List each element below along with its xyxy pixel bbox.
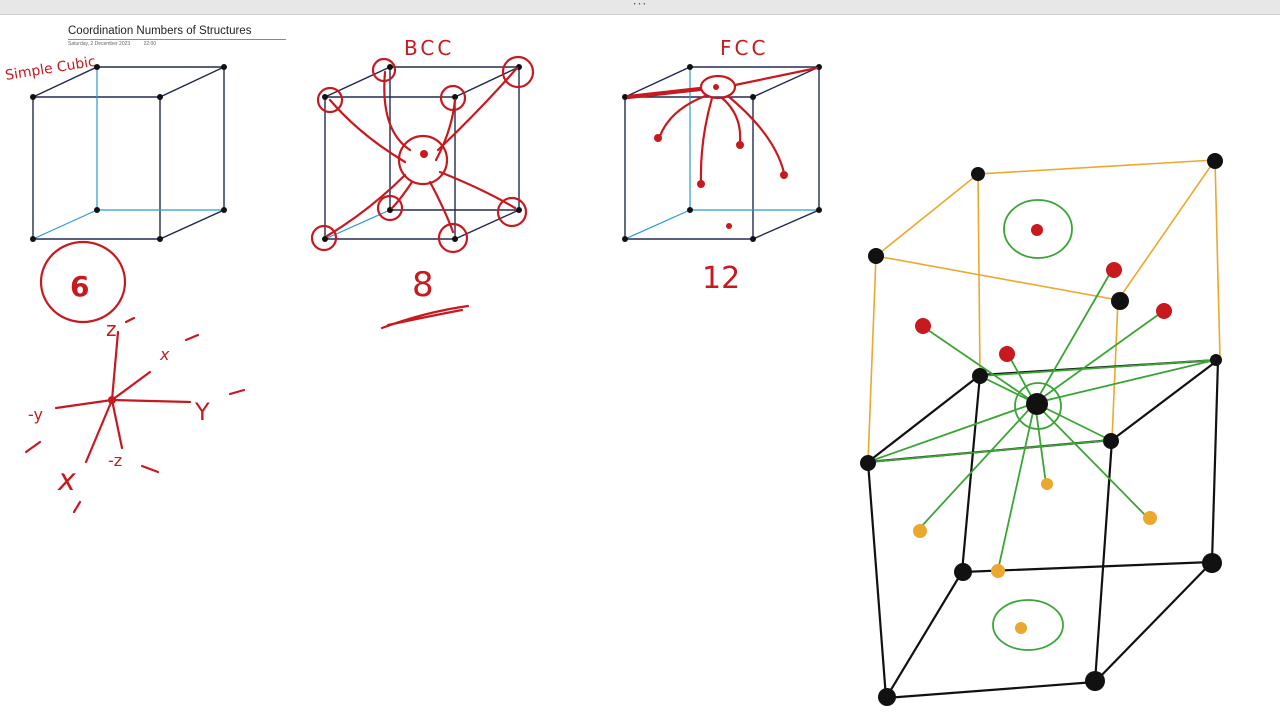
- bcc-corner-circles: [310, 55, 535, 254]
- center-atom-ring: [1014, 382, 1062, 430]
- top-face-atom: [1031, 224, 1043, 236]
- page-date: Saturday, 2 December 2023: [68, 41, 131, 47]
- corner-atoms: [860, 153, 1223, 706]
- bcc-diagram: BCC 8: [310, 36, 535, 330]
- fcc-face-center-circle: [699, 74, 737, 100]
- upper-neighbor-atoms: [915, 262, 1172, 362]
- axis-x-neg: x: [57, 463, 76, 498]
- ink-canvas: Simple Cubic 6 z x Y -y x -z: [4, 36, 1223, 706]
- origin-dot: [108, 396, 116, 404]
- axis-y-pos: Y: [194, 398, 210, 426]
- bcc-body-center-atom: [420, 150, 428, 158]
- bottom-face-atom: [1015, 622, 1027, 634]
- neighbor-bonds: [867, 269, 1217, 571]
- simple-cubic-cube: [30, 64, 227, 242]
- axis-z-pos: z: [106, 317, 117, 341]
- axes-sketch: z x Y -y x -z: [24, 316, 246, 514]
- page-header: Coordination Numbers of Structures Satur…: [68, 25, 286, 47]
- axis-z-neg: -z: [108, 451, 122, 470]
- page-title[interactable]: Coordination Numbers of Structures: [68, 25, 286, 40]
- top-face-ring: [1003, 199, 1073, 259]
- fcc-coordination: 12: [702, 261, 740, 296]
- axis-y-neg: -y: [28, 405, 43, 424]
- fcc-neighbor-lines: [626, 66, 819, 184]
- fcc-neighbor-atoms: [654, 84, 788, 229]
- more-options-icon[interactable]: ···: [632, 0, 648, 11]
- page-datetime: Saturday, 2 December 2023 22:00: [68, 41, 286, 47]
- page-time: 22:00: [143, 41, 157, 47]
- simple-cubic-label: Simple Cubic: [4, 54, 97, 84]
- window-title-bar: ···: [0, 0, 1280, 15]
- simple-cubic-diagram: Simple Cubic 6: [4, 54, 227, 324]
- fcc-label: FCC: [720, 36, 768, 60]
- bcc-underline: [380, 304, 470, 330]
- center-atom: [1026, 393, 1048, 415]
- fcc-cube: [622, 64, 822, 242]
- axis-x-pos: x: [159, 345, 170, 364]
- bcc-coordination: 8: [412, 265, 434, 305]
- simple-cubic-coordination: 6: [70, 270, 89, 303]
- bcc-body-center-circle: [397, 134, 449, 186]
- simple-cubic-circle: [39, 240, 127, 324]
- bcc-label: BCC: [404, 36, 454, 60]
- bottom-face-ring: [992, 599, 1064, 651]
- fcc-diagram: FCC 12: [622, 36, 822, 296]
- lower-neighbor-atoms: [913, 478, 1157, 578]
- stacked-fcc-sketch: [860, 153, 1223, 706]
